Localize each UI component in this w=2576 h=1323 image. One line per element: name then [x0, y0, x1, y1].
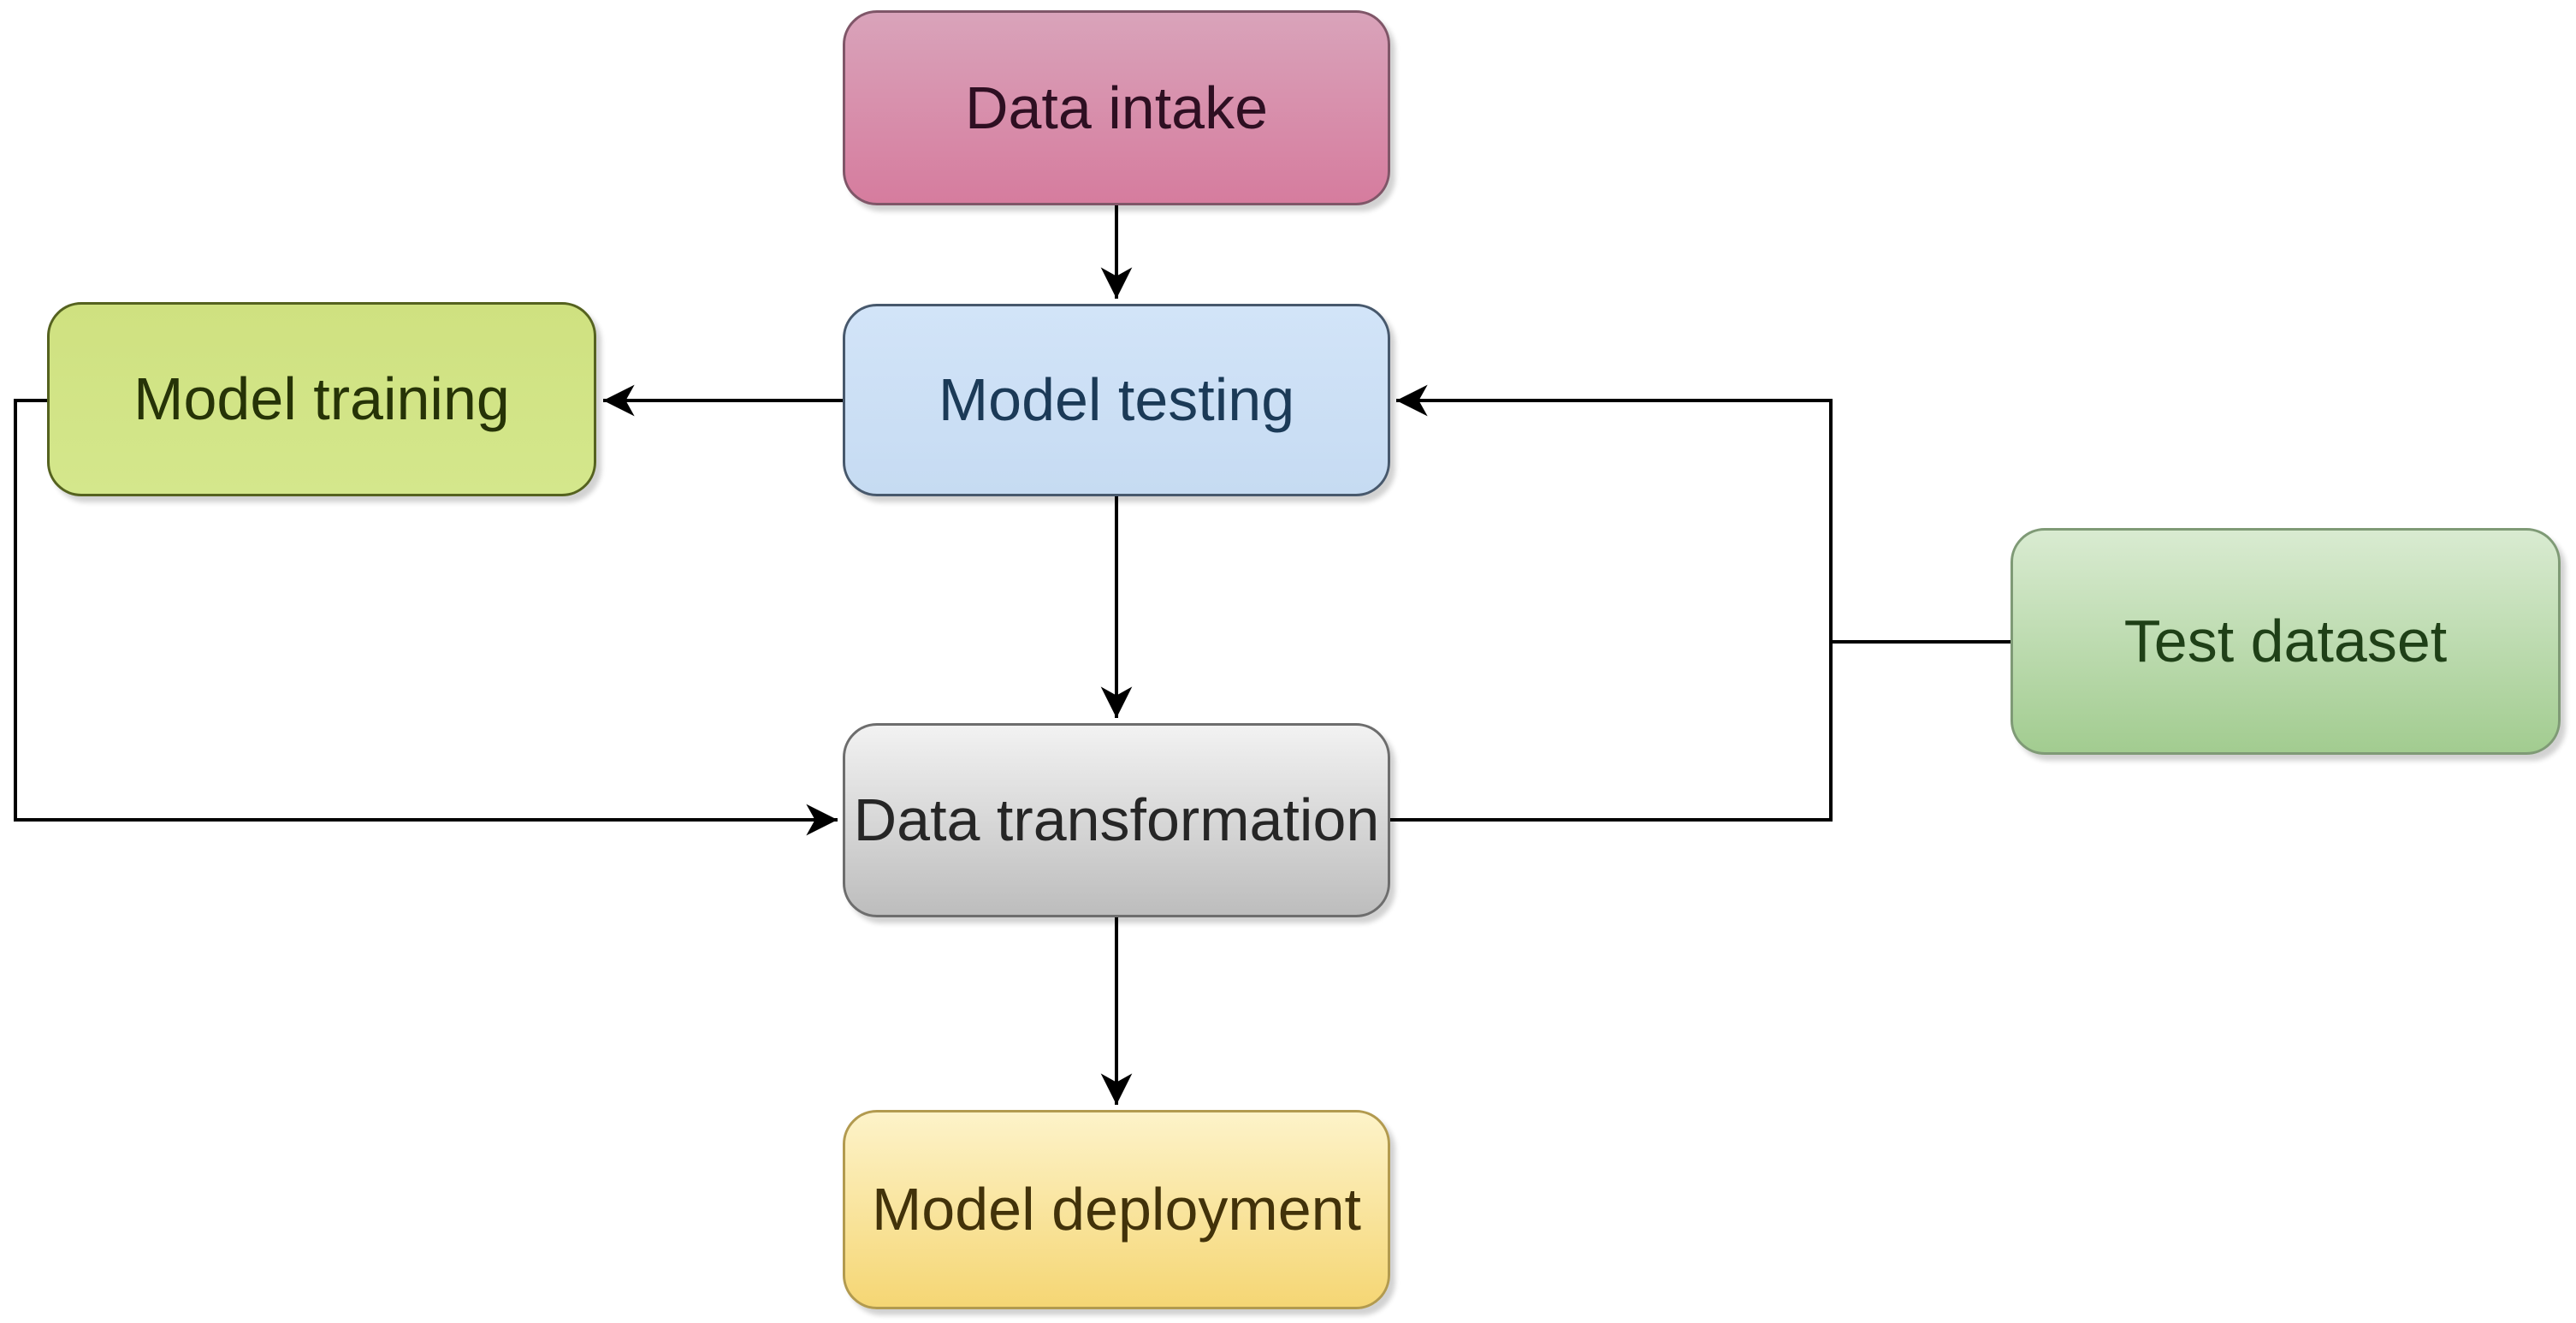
node-model-training: Model training — [47, 302, 596, 496]
node-test-dataset-label: Test dataset — [2123, 608, 2448, 674]
node-data-intake: Data intake — [843, 10, 1390, 205]
node-model-testing-label: Model testing — [938, 366, 1295, 433]
node-data-transformation-label: Data transformation — [853, 786, 1380, 853]
node-data-intake-label: Data intake — [964, 74, 1269, 141]
node-model-deployment: Model deployment — [843, 1110, 1390, 1309]
node-data-transformation: Data transformation — [843, 723, 1390, 917]
node-model-training-label: Model training — [133, 365, 510, 432]
node-test-dataset: Test dataset — [2010, 528, 2561, 755]
node-model-testing: Model testing — [843, 304, 1390, 496]
edge-training-loop-to-transformation — [14, 399, 838, 836]
edge-transformation-up-to-testing — [1390, 384, 1833, 822]
node-model-deployment-label: Model deployment — [872, 1176, 1361, 1243]
